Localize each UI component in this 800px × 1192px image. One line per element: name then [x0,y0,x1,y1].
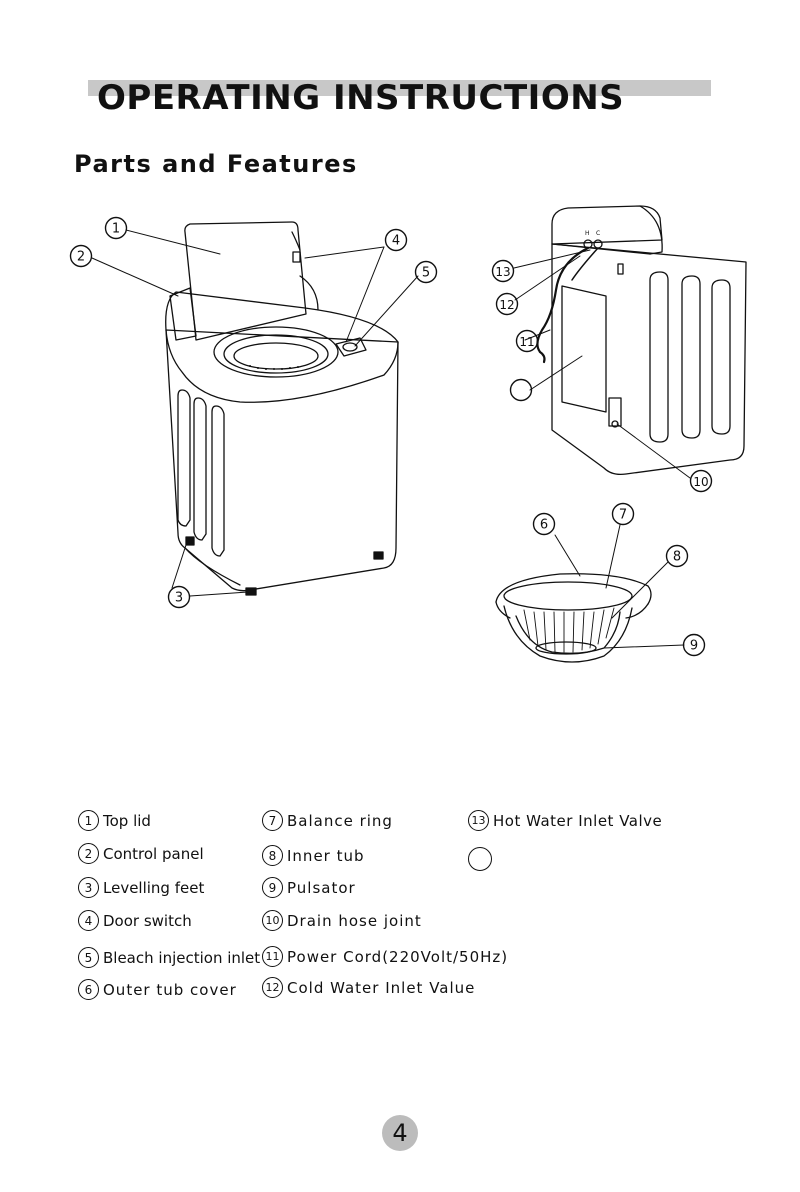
legend-number: 7 [262,810,283,831]
callout-blank [511,380,532,401]
legend-label: Drain hose joint [287,912,422,930]
legend-item: 3 Levelling feet [78,877,204,898]
legend-label: Top lid [103,812,151,830]
callout-1-number: 1 [112,222,120,237]
legend-label: Outer tub cover [103,981,237,999]
legend-label: Inner tub [287,847,365,865]
legend-number: 5 [78,947,99,968]
legend-label: Balance ring [287,812,393,830]
legend-item: 1 Top lid [78,810,151,831]
legend-item: 13 Hot Water Inlet Valve [468,810,662,831]
legend-item: 9 Pulsator [262,877,356,898]
page-number: 4 [382,1115,418,1151]
legend-label: Door switch [103,912,192,930]
callout-6-number: 6 [540,518,548,533]
parts-diagram: H C [0,0,800,700]
legend-label: Hot Water Inlet Valve [493,812,662,830]
legend-number: 6 [78,979,99,1000]
callout-8-number: 8 [673,550,681,565]
legend-number: 4 [78,910,99,931]
legend-label: Cold Water Inlet Value [287,979,475,997]
legend-item: 12 Cold Water Inlet Value [262,977,475,998]
legend-item [468,847,496,871]
callout-11-number: 11 [519,335,534,349]
callout-4-number: 4 [392,234,400,249]
legend-number: 2 [78,843,99,864]
callout-12-number: 12 [499,298,514,312]
legend-number: 12 [262,977,283,998]
legend-number [468,847,492,871]
tub-assembly-illustration [496,574,651,662]
svg-text:C: C [596,230,600,237]
legend-item: 10 Drain hose joint [262,910,422,931]
callout-2-number: 2 [77,250,85,265]
legend-number: 8 [262,845,283,866]
legend-item: 4 Door switch [78,910,192,931]
legend-label: Power Cord(220Volt/50Hz) [287,948,508,966]
callout-9-number: 9 [690,639,698,654]
callout-13-number: 13 [495,265,510,279]
legend-label: Pulsator [287,879,356,897]
legend-item: 5 Bleach injection inlet [78,947,260,968]
diagram-callouts [71,218,712,656]
callout-7-number: 7 [619,508,627,523]
legend-number: 10 [262,910,283,931]
callout-5-number: 5 [422,266,430,281]
legend-label: Bleach injection inlet [103,949,260,967]
callout-3-number: 3 [175,591,183,606]
legend-item: 11 Power Cord(220Volt/50Hz) [262,946,508,967]
front-washer-illustration [166,222,398,595]
legend-number: 9 [262,877,283,898]
legend-number: 3 [78,877,99,898]
legend-label: Control panel [103,845,204,863]
legend-item: 2 Control panel [78,843,204,864]
rear-washer-illustration: H C [537,206,746,474]
legend-item: 6 Outer tub cover [78,979,237,1000]
legend-label: Levelling feet [103,879,204,897]
svg-text:H: H [585,230,590,237]
legend-number: 1 [78,810,99,831]
legend-number: 13 [468,810,489,831]
callout-10-number: 10 [693,475,708,489]
legend-number: 11 [262,946,283,967]
legend-item: 7 Balance ring [262,810,393,831]
legend-item: 8 Inner tub [262,845,365,866]
